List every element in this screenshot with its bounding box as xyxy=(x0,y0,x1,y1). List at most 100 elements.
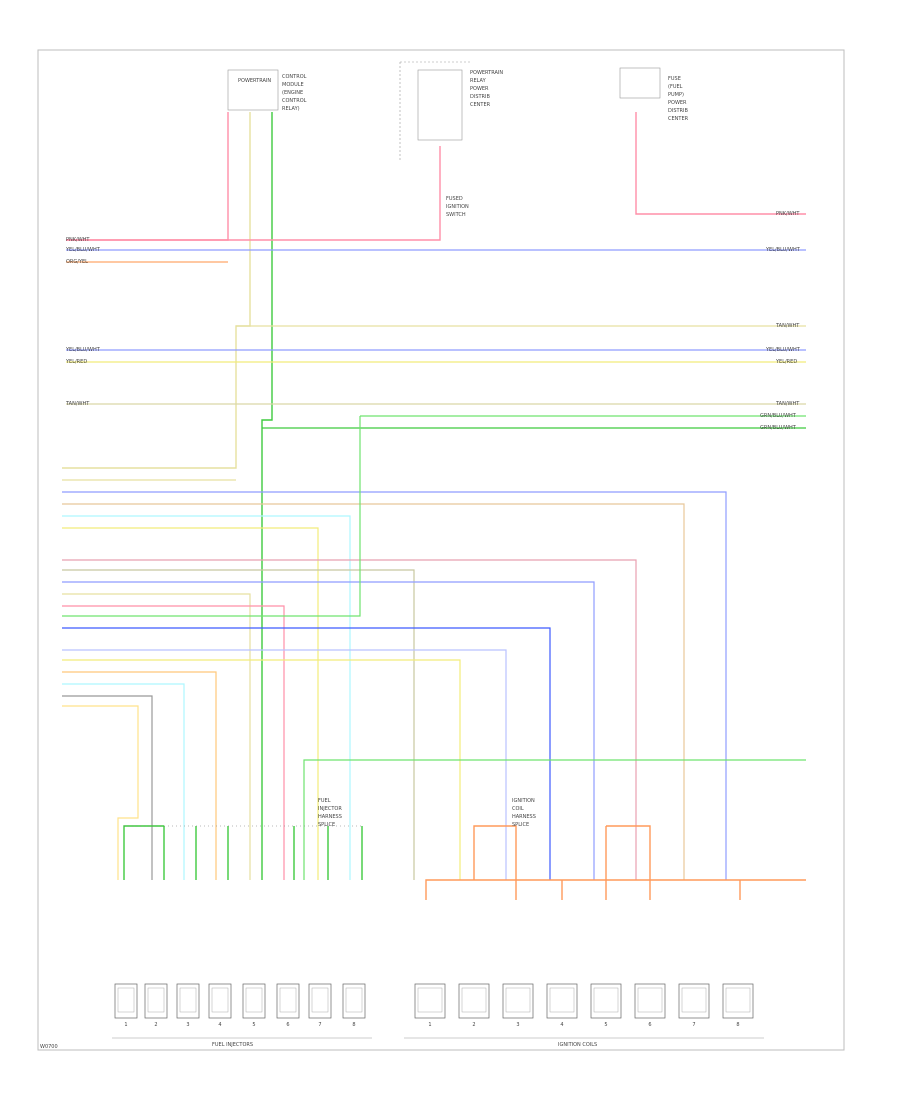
wire-right-label: YEL/BLU/WHT xyxy=(765,347,801,353)
connector-note-line: IGNITION xyxy=(446,204,469,210)
connector-note-line: COIL xyxy=(512,806,524,812)
injector-number: 2 xyxy=(154,1022,157,1028)
injector-connector-body xyxy=(279,987,297,1013)
top-module-1: POWERTRAIN CONTROL MODULE (ENGINE CONTRO… xyxy=(227,69,307,112)
coil-number: 4 xyxy=(560,1022,563,1028)
relay3-note-line: POWER xyxy=(668,100,687,106)
relay1-note-line: RELAY) xyxy=(282,106,300,112)
relay3-note-line: CENTER xyxy=(668,116,689,122)
injector-connector-body xyxy=(147,987,165,1013)
wire-left-label: PNK/WHT xyxy=(66,237,90,243)
top-module-3: FUSE (FUEL PUMP) POWER DISTRIB CENTER xyxy=(619,67,689,122)
injector-connector-body xyxy=(117,987,135,1013)
injector-connector-body xyxy=(179,987,197,1013)
injector-splice xyxy=(123,810,363,880)
injector-number: 7 xyxy=(318,1022,321,1028)
footer-code: W0700 xyxy=(40,1044,58,1050)
injector-number: 3 xyxy=(186,1022,189,1028)
coil-connector-body xyxy=(417,987,443,1013)
relay1-note-line: CONTROL xyxy=(282,74,307,80)
connector-note-line: HARNESS xyxy=(318,814,342,820)
injector-connector-5 xyxy=(242,983,266,1019)
wire-right-label: GRN/BLU/WHT xyxy=(760,413,797,419)
relay2-note-line: POWER xyxy=(470,86,489,92)
injector-number: 8 xyxy=(352,1022,355,1028)
wire-left-label: YEL/RED xyxy=(65,359,87,365)
coil-connector-1 xyxy=(414,983,446,1019)
relay3-note-line: FUSE xyxy=(668,76,681,82)
coil-connector-body xyxy=(461,987,487,1013)
injector-connector-body xyxy=(311,987,329,1013)
relay1-note-line: (ENGINE xyxy=(282,90,303,96)
coil-group-label: IGNITION COILS xyxy=(558,1042,597,1048)
wire-left-label: YEL/BLU/WHT xyxy=(65,247,101,253)
relay1-note-line: MODULE xyxy=(282,82,304,88)
coil-connector-8 xyxy=(722,983,754,1019)
coil-connector-body xyxy=(681,987,707,1013)
injector-number: 4 xyxy=(218,1022,221,1028)
relay2-note-line: CENTER xyxy=(470,102,491,108)
connector-note-line: IGNITION xyxy=(512,798,535,804)
bus-wires xyxy=(62,249,806,880)
coil-connector-2 xyxy=(458,983,490,1019)
coil-number: 1 xyxy=(428,1022,431,1028)
coil-connector-body xyxy=(505,987,531,1013)
relay3-note-line: (FUEL xyxy=(668,84,683,90)
wire-right-label: TAN/WHT xyxy=(775,323,800,329)
coil-number: 3 xyxy=(516,1022,519,1028)
coil-number: 2 xyxy=(472,1022,475,1028)
injector-connector-6 xyxy=(276,983,300,1019)
injector-connector-7 xyxy=(308,983,332,1019)
relay1-note-line: CONTROL xyxy=(282,98,307,104)
relay1-note-line: POWERTRAIN xyxy=(238,78,271,84)
coil-connector-body xyxy=(725,987,751,1013)
wire-labels-left: PNK/WHT YEL/BLU/WHT ORG/YEL YEL/BLU/WHT … xyxy=(65,237,101,407)
injector-number: 1 xyxy=(124,1022,127,1028)
wire-left-label: YEL/BLU/WHT xyxy=(65,347,101,353)
coil-connector-body xyxy=(637,987,663,1013)
wire-right-label: YEL/RED xyxy=(775,359,797,365)
coil-connector-3 xyxy=(502,983,534,1019)
injector-connector-2 xyxy=(144,983,168,1019)
connector-note-line: HARNESS xyxy=(512,814,536,820)
connector-note-line: FUSED xyxy=(446,196,463,202)
relay2-note-line: RELAY xyxy=(470,78,487,84)
relay3-note-line: DISTRIB xyxy=(668,108,689,114)
connector-note-line: INJECTOR xyxy=(318,806,342,812)
diagram-frame xyxy=(37,49,845,1051)
wire-labels-right: PNK/WHT YEL/BLU/WHT TAN/WHT YEL/BLU/WHT … xyxy=(760,211,801,431)
coil-connector-4 xyxy=(546,983,578,1019)
injector-connector-body xyxy=(211,987,229,1013)
injector-number: 6 xyxy=(286,1022,289,1028)
wire-right-label: PNK/WHT xyxy=(776,211,800,217)
wire-left-label: ORG/YEL xyxy=(66,259,88,265)
relay3-note-line: PUMP) xyxy=(668,92,684,98)
coil-connector-7 xyxy=(678,983,710,1019)
coil-connector-body xyxy=(549,987,575,1013)
wire-right-label: GRN/BLU/WHT xyxy=(760,425,797,431)
wire-right-label: YEL/BLU/WHT xyxy=(765,247,801,253)
coil-connector-body xyxy=(593,987,619,1013)
coil-number: 6 xyxy=(648,1022,651,1028)
top-drops xyxy=(62,112,806,810)
injector-connector-8 xyxy=(342,983,366,1019)
connector-note-line: SWITCH xyxy=(446,212,466,218)
injector-connector-body xyxy=(245,987,263,1013)
coil-splice xyxy=(425,825,806,900)
coil-connector-5 xyxy=(590,983,622,1019)
wire-left-label: TAN/WHT xyxy=(65,401,90,407)
injector-connector-1 xyxy=(114,983,138,1019)
injector-connector-3 xyxy=(176,983,200,1019)
relay2-note-line: DISTRIB xyxy=(470,94,491,100)
connector-note-line: SPLICE xyxy=(318,822,335,828)
injector-connector-body xyxy=(345,987,363,1013)
wire-right-label: TAN/WHT xyxy=(775,401,800,407)
injector-group-label: FUEL INJECTORS xyxy=(212,1042,253,1048)
top-module-2: POWERTRAIN RELAY POWER DISTRIB CENTER FU… xyxy=(399,61,503,218)
relay2-note-line: POWERTRAIN xyxy=(470,70,503,76)
connector-note-line: SPLICE xyxy=(512,822,529,828)
coil-number: 8 xyxy=(736,1022,739,1028)
